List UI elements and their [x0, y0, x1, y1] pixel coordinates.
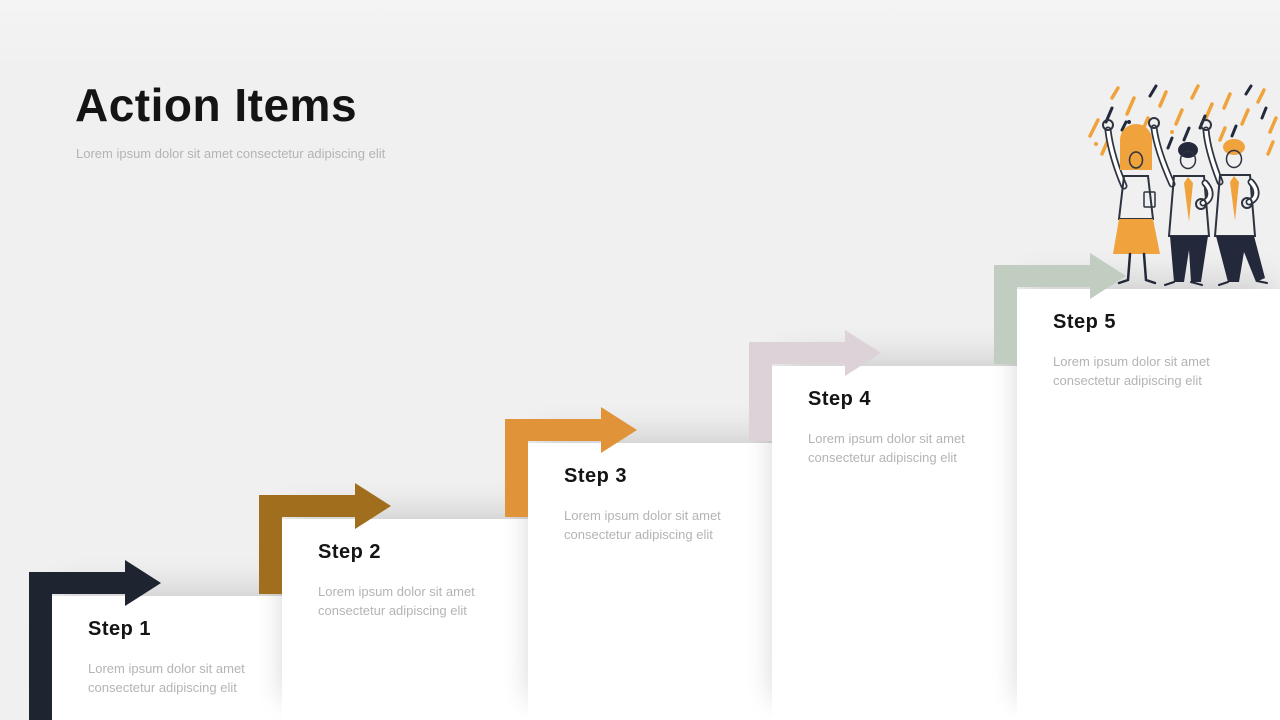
person-man-black-hair [1148, 117, 1214, 286]
step-5-title: Step 5 [1053, 311, 1117, 333]
celebrating-team-illustration [1088, 84, 1278, 286]
step-card-2-content: Step 2 Lorem ipsum dolor sit amet consec… [282, 519, 528, 620]
step-2-title: Step 2 [318, 541, 382, 563]
page-title: Action Items [75, 79, 358, 131]
step-1-description: Lorem ipsum dolor sit amet consectetur a… [88, 661, 245, 695]
step-3-arrow-icon [505, 407, 637, 517]
arrow-vertical-bar [505, 419, 528, 517]
step-5-arrow-icon [994, 253, 1126, 364]
step-4-arrow-icon [749, 330, 881, 441]
step-3-description: Lorem ipsum dolor sit amet consectetur a… [564, 508, 721, 542]
person-woman [1102, 119, 1160, 285]
arrow-horizontal-bar [749, 342, 845, 364]
slide-header: Action Items Lorem ipsum dolor sit amet … [75, 78, 385, 161]
step-2-description: Lorem ipsum dolor sit amet consectetur a… [318, 584, 475, 618]
step-1-title: Step 1 [88, 618, 152, 640]
arrow-horizontal-bar [994, 265, 1090, 287]
arrow-vertical-bar [259, 495, 282, 594]
step-card-3-content: Step 3 Lorem ipsum dolor sit amet consec… [528, 443, 774, 544]
arrow-head [1090, 253, 1126, 299]
arrow-head [355, 483, 391, 529]
step-card-5-content: Step 5 Lorem ipsum dolor sit amet consec… [1017, 289, 1263, 390]
step-2-arrow-icon [259, 483, 391, 594]
arrow-horizontal-bar [259, 495, 355, 517]
step-5-description: Lorem ipsum dolor sit amet consectetur a… [1053, 354, 1210, 388]
person-man-orange-hair [1200, 119, 1268, 286]
arrow-horizontal-bar [29, 572, 125, 594]
step-card-5: Step 5 Lorem ipsum dolor sit amet consec… [1017, 289, 1280, 720]
step-1-arrow-icon [29, 560, 161, 720]
arrow-vertical-bar [994, 265, 1017, 364]
step-3-title: Step 3 [564, 465, 628, 487]
arrow-head [845, 330, 881, 376]
page-subtitle: Lorem ipsum dolor sit amet consectetur a… [76, 146, 386, 161]
step-4-description: Lorem ipsum dolor sit amet consectetur a… [808, 431, 965, 465]
arrow-horizontal-bar [505, 419, 601, 441]
arrow-vertical-bar [749, 342, 772, 441]
step-card-4-content: Step 4 Lorem ipsum dolor sit amet consec… [772, 366, 1018, 467]
step-4-title: Step 4 [808, 388, 872, 410]
arrow-head [601, 407, 637, 453]
arrow-vertical-bar [29, 572, 52, 720]
step-card-1-content: Step 1 Lorem ipsum dolor sit amet consec… [52, 596, 298, 697]
arrow-head [125, 560, 161, 606]
